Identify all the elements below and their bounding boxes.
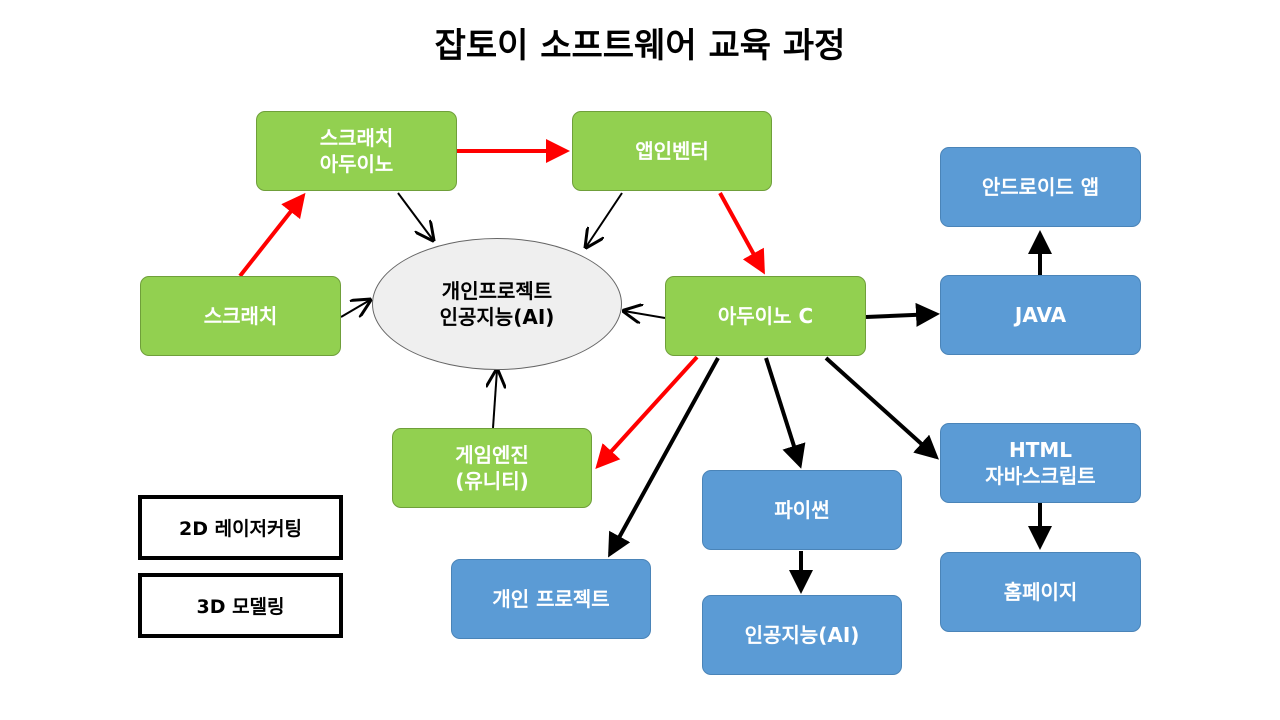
node-arduino-c-label: 아두이노 C — [717, 304, 814, 328]
node-ai: 인공지능(AI) — [702, 595, 902, 675]
node-android-app: 안드로이드 앱 — [940, 147, 1141, 227]
node-android-app-label: 안드로이드 앱 — [981, 175, 1100, 199]
arrow-app-inventor-to-center — [586, 192, 623, 247]
node-personal-project: 개인 프로젝트 — [451, 559, 651, 639]
legend-3d-modeling: 3D 모델링 — [138, 573, 343, 638]
arrow-arduino-c-to-center — [624, 311, 666, 318]
arrow-arduino-c-to-java — [865, 302, 940, 327]
arrow-arduino-c-to-python — [764, 357, 806, 469]
node-ai-label: 인공지능(AI) — [744, 623, 860, 647]
arrow-app-inventor-to-arduino-c — [718, 192, 765, 275]
node-app-inventor: 앱인벤터 — [572, 111, 772, 191]
node-arduino-c: 아두이노 C — [665, 276, 866, 356]
node-center-project-ai: 개인프로젝트 인공지능(AI) — [372, 238, 622, 370]
arrow-scratch-to-center — [340, 300, 370, 318]
legend-3d-modeling-label: 3D 모델링 — [196, 596, 285, 618]
arrow-arduino-c-to-personal-project — [608, 357, 720, 558]
arrow-scratch-to-scratch-arduino — [238, 192, 306, 278]
node-scratch-label: 스크래치 — [203, 304, 278, 328]
legend-2d-laser-cutting-label: 2D 레이저커팅 — [178, 518, 302, 540]
node-homepage: 홈페이지 — [940, 552, 1141, 632]
legend-2d-laser-cutting: 2D 레이저커팅 — [138, 495, 343, 560]
node-html-javascript: HTML 자바스크립트 — [940, 423, 1141, 503]
node-scratch-arduino-line1: 스크래치 — [319, 126, 394, 150]
node-game-engine: 게임엔진 (유니티) — [392, 428, 592, 508]
node-java-label: JAVA — [1014, 303, 1067, 327]
node-app-inventor-label: 앱인벤터 — [635, 139, 709, 163]
node-python: 파이썬 — [702, 470, 902, 550]
node-scratch: 스크래치 — [140, 276, 341, 356]
node-game-engine-line1: 게임엔진 — [455, 443, 529, 467]
node-center-line1: 개인프로젝트 — [441, 279, 553, 303]
node-html-line1: HTML — [1008, 438, 1073, 462]
node-homepage-label: 홈페이지 — [1003, 580, 1078, 604]
arrow-arduino-c-to-html — [824, 356, 939, 460]
node-scratch-arduino-line2: 아두이노 — [319, 152, 394, 176]
node-center-line2: 인공지능(AI) — [439, 305, 555, 329]
node-html-line2: 자바스크립트 — [985, 464, 1096, 488]
arrow-scratch-arduino-to-center — [397, 192, 433, 240]
node-java: JAVA — [940, 275, 1141, 355]
arrow-arduino-c-to-game-engine — [595, 355, 699, 469]
diagram-title: 잡토이 소프트웨어 교육 과정 — [434, 26, 846, 66]
node-python-label: 파이썬 — [774, 498, 830, 522]
node-personal-project-label: 개인 프로젝트 — [492, 587, 610, 611]
node-scratch-arduino: 스크래치 아두이노 — [256, 111, 457, 191]
node-game-engine-line2: (유니티) — [455, 469, 529, 493]
arrow-game-engine-to-center — [493, 370, 497, 429]
